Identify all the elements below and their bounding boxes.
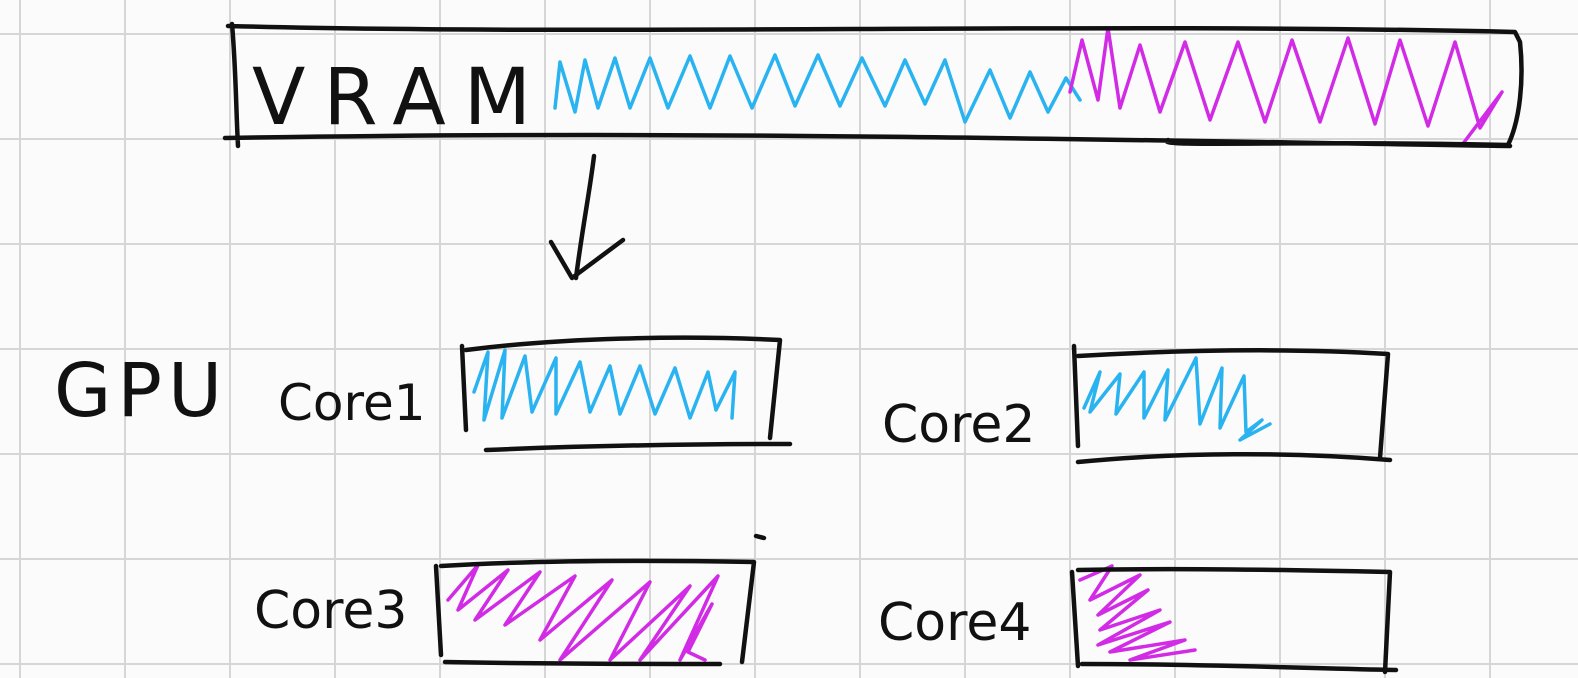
arrow-shaft [573,153,597,281]
core-1-outline [459,335,793,453]
core-3-label: Core3 [254,581,407,641]
core-4-scribble [1078,564,1197,662]
core-2: Core2 [882,343,1393,465]
core-2-label: Core2 [882,395,1035,455]
gpu-label: GPU [54,348,228,434]
vram-magenta-data-scribble [1068,26,1504,147]
core-3: Core3 [254,558,757,667]
vram-blue-data-scribble [553,53,1082,124]
vram-label: VRAM [252,53,549,143]
core-2-scribble [1082,356,1272,442]
core-1-scribble [472,348,737,422]
core-4: Core4 [878,564,1399,675]
core-4-outline [1069,566,1399,675]
core-1-label: Core1 [278,374,426,432]
core-3-outline [433,558,757,667]
down-arrow [548,153,626,281]
core-2-outline [1071,343,1393,465]
core-4-label: Core4 [878,593,1031,653]
core-3-scribble [446,563,720,662]
vram-outline [222,21,1524,149]
stray-mark [753,533,767,541]
vram-bar: VRAM [222,21,1524,149]
core-1: Core1 [278,335,793,453]
arrow-head [548,237,626,281]
